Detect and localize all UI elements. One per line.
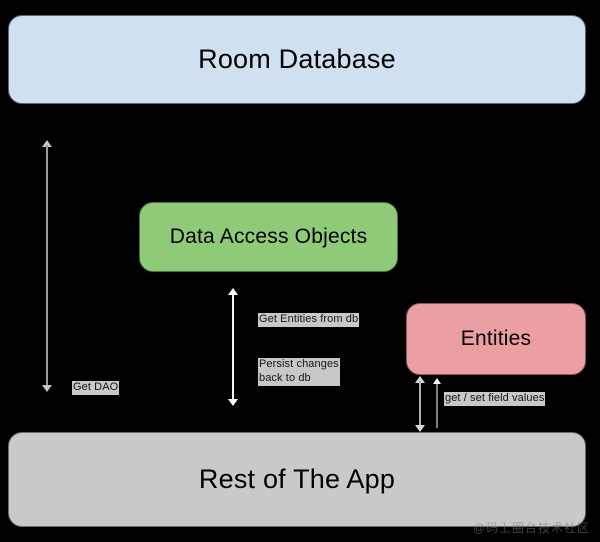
arrow-down-icon — [415, 425, 425, 432]
connector-line — [419, 381, 421, 427]
arrow-down-icon — [228, 399, 238, 406]
arrow-down-icon — [42, 385, 52, 392]
connector-line — [232, 293, 234, 401]
connector-app-to-database — [41, 140, 53, 392]
node-rest-of-the-app[interactable]: Rest of The App — [8, 432, 586, 527]
node-room-database-label: Room Database — [198, 43, 396, 74]
edge-label-get-entities-from-db: Get Entities from db — [258, 313, 360, 327]
connector-entities-field-values — [432, 378, 442, 428]
connector-app-to-entities — [414, 376, 426, 432]
arrow-up-icon — [228, 288, 238, 295]
arrow-up-icon — [415, 376, 425, 383]
watermark: @码上圈台技术社区 — [472, 521, 590, 535]
node-data-access-objects-label: Data Access Objects — [169, 225, 368, 249]
connector-app-to-dao — [227, 288, 239, 406]
connector-line — [436, 383, 438, 428]
node-entities-label: Entities — [460, 327, 532, 351]
edge-label-get-set-field-values: get / set field values — [444, 392, 546, 406]
node-rest-of-the-app-label: Rest of The App — [198, 463, 396, 494]
edge-label-persist-changes-back-to-db: Persist changes back to db — [258, 358, 340, 386]
arrow-up-icon — [42, 140, 52, 147]
node-data-access-objects[interactable]: Data Access Objects — [139, 202, 398, 272]
node-entities[interactable]: Entities — [406, 303, 586, 375]
edge-label-get-dao: Get DAO — [72, 381, 120, 395]
arrow-up-icon — [433, 378, 441, 384]
connector-line — [46, 145, 48, 387]
node-room-database[interactable]: Room Database — [8, 15, 586, 104]
